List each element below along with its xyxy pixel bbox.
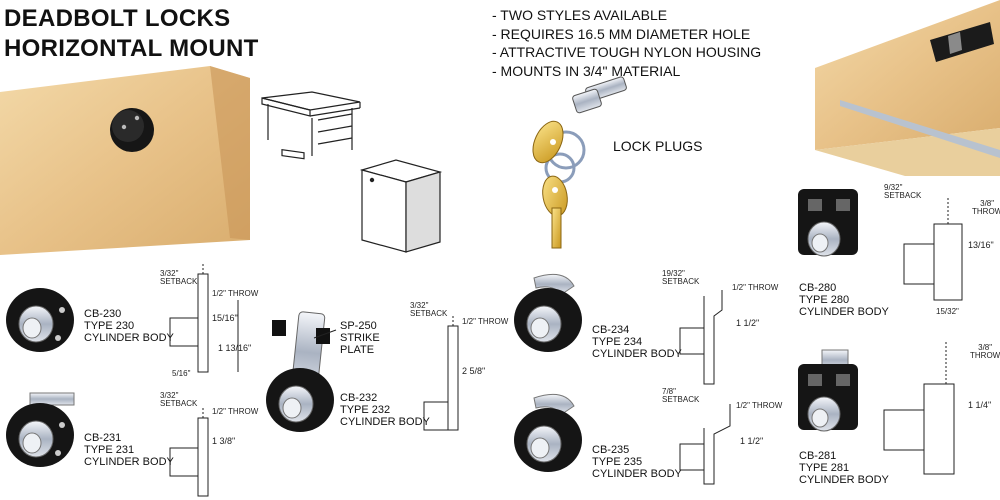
throw-dim-cb230: 1/2" THROW <box>212 289 259 298</box>
strike-plate-word1: STRIKE <box>340 332 380 344</box>
keys-lock-plug-illustration <box>532 76 627 249</box>
dim-value: 3/8" <box>980 199 995 208</box>
dim-value: 7/8" <box>662 387 676 396</box>
height-dim-cb232: 2 5/8" <box>462 366 486 376</box>
dim-caption: SETBACK <box>160 399 198 408</box>
strike-plate-label: SP-250 STRIKE PLATE <box>340 320 380 356</box>
desk-illustration <box>261 91 361 160</box>
product-type: TYPE 231 <box>84 444 135 456</box>
dim-caption: THROW <box>972 207 1000 216</box>
wood-panel-left-illustration <box>0 66 250 255</box>
strike-plate-code: SP-250 <box>340 320 377 332</box>
setback-dim-cb231: 3/32" SETBACK <box>160 392 197 408</box>
product-code: CB-231 <box>84 432 122 444</box>
product-label-cb232: CB-232 TYPE 232 CYLINDER BODY <box>340 392 430 428</box>
dim-value: 9/32" <box>884 183 903 192</box>
product-code: CB-235 <box>592 444 630 456</box>
feature-item: - MOUNTS IN 3/4" MATERIAL <box>492 62 681 79</box>
product-desc: CYLINDER BODY <box>592 348 682 360</box>
height-dim-cb230: 15/16" <box>212 313 238 323</box>
dim-caption: SETBACK <box>884 191 922 200</box>
dim-caption: SETBACK <box>662 395 700 404</box>
throw-dim-cb234: 1/2" THROW <box>732 283 779 292</box>
product-type: TYPE 235 <box>592 456 643 468</box>
feature-item: - TWO STYLES AVAILABLE <box>492 7 668 23</box>
product-code: CB-281 <box>799 450 837 462</box>
product-desc: CYLINDER BODY <box>799 306 889 318</box>
dim-value: 3/32" <box>160 269 179 278</box>
lock-body-cb230 <box>6 288 74 352</box>
cabinet-illustration <box>359 159 443 253</box>
height-dim-cb280: 13/16" <box>968 240 994 250</box>
product-code: CB-230 <box>84 308 122 320</box>
product-type: TYPE 232 <box>340 404 391 416</box>
lock-body-cb280 <box>798 189 858 257</box>
lock-body-cb231 <box>6 392 75 467</box>
title-line-1: DEADBOLT LOCKS <box>4 5 231 32</box>
setback-dim-cb230: 3/32" SETBACK <box>160 270 197 286</box>
product-label-cb281: CB-281 TYPE 281 CYLINDER BODY <box>799 450 889 486</box>
setback-dim-cb234: 19/32" SETBACK <box>662 270 699 286</box>
height-total-dim-cb230: 1 13/16" <box>218 343 252 353</box>
strike-plate-word2: PLATE <box>340 344 375 356</box>
product-label-cb234: CB-234 TYPE 234 CYLINDER BODY <box>592 324 682 360</box>
lock-body-cb232 <box>266 311 334 432</box>
setback-dim-cb235: 7/8" SETBACK <box>662 388 699 404</box>
lock-plugs-label: LOCK PLUGS <box>613 138 703 154</box>
lock-body-cb281 <box>798 349 858 432</box>
height-dim-cb235: 1 1/2" <box>740 436 764 446</box>
depth-dim-cb230: 5/16" <box>172 369 191 378</box>
height-dim-cb234: 1 1/2" <box>736 318 760 328</box>
throw-dim-cb280: 3/8" THROW <box>972 200 1000 216</box>
dim-caption: SETBACK <box>410 309 448 318</box>
throw-dim-cb235: 1/2" THROW <box>736 401 783 410</box>
product-desc: CYLINDER BODY <box>592 468 682 480</box>
dim-value: 3/8" <box>978 343 993 352</box>
product-desc: CYLINDER BODY <box>84 332 174 344</box>
product-desc: CYLINDER BODY <box>340 416 430 428</box>
lock-body-cb234 <box>514 273 582 352</box>
setback-dim-cb280: 9/32" SETBACK <box>884 184 921 200</box>
depth-dim-cb280: 15/32" <box>936 307 959 316</box>
feature-item: - REQUIRES 16.5 MM DIAMETER HOLE <box>492 25 751 42</box>
dim-caption: SETBACK <box>160 277 198 286</box>
dim-caption: THROW <box>970 351 1000 360</box>
title-line-2: HORIZONTAL MOUNT <box>4 35 259 62</box>
feature-item: - ATTRACTIVE TOUGH NYLON HOUSING <box>492 44 762 60</box>
profile-drawings <box>169 198 963 497</box>
product-type: TYPE 281 <box>799 462 850 474</box>
height-dim-cb281: 1 1/4" <box>968 400 992 410</box>
product-label-cb230: CB-230 TYPE 230 CYLINDER BODY <box>84 308 174 344</box>
product-code: CB-232 <box>340 392 378 404</box>
dim-caption: SETBACK <box>662 277 700 286</box>
setback-dim-cb232: 3/32" SETBACK <box>410 302 447 318</box>
drawer-illustration <box>815 0 1000 176</box>
throw-dim-cb281: 3/8" THROW <box>970 344 1000 360</box>
product-desc: CYLINDER BODY <box>799 474 889 486</box>
product-code: CB-280 <box>799 282 837 294</box>
product-type: TYPE 230 <box>84 320 135 332</box>
dim-value: 3/32" <box>410 301 429 310</box>
product-label-cb235: CB-235 TYPE 235 CYLINDER BODY <box>592 444 682 480</box>
page-title: DEADBOLT LOCKS HORIZONTAL MOUNT <box>4 4 259 64</box>
lock-body-cb235 <box>514 393 582 472</box>
product-code: CB-234 <box>592 324 630 336</box>
product-label-cb280: CB-280 TYPE 280 CYLINDER BODY <box>799 282 889 318</box>
throw-dim-cb232: 1/2" THROW <box>462 317 509 326</box>
height-dim-cb231: 1 3/8" <box>212 436 236 446</box>
throw-dim-cb231: 1/2" THROW <box>212 407 259 416</box>
product-type: TYPE 234 <box>592 336 643 348</box>
product-label-cb231: CB-231 TYPE 231 CYLINDER BODY <box>84 432 174 468</box>
dim-value: 19/32" <box>662 269 685 278</box>
strike-plate-leader <box>313 329 337 339</box>
feature-list: - TWO STYLES AVAILABLE - REQUIRES 16.5 M… <box>492 6 761 80</box>
dim-value: 3/32" <box>160 391 179 400</box>
product-desc: CYLINDER BODY <box>84 456 174 468</box>
product-type: TYPE 280 <box>799 294 850 306</box>
